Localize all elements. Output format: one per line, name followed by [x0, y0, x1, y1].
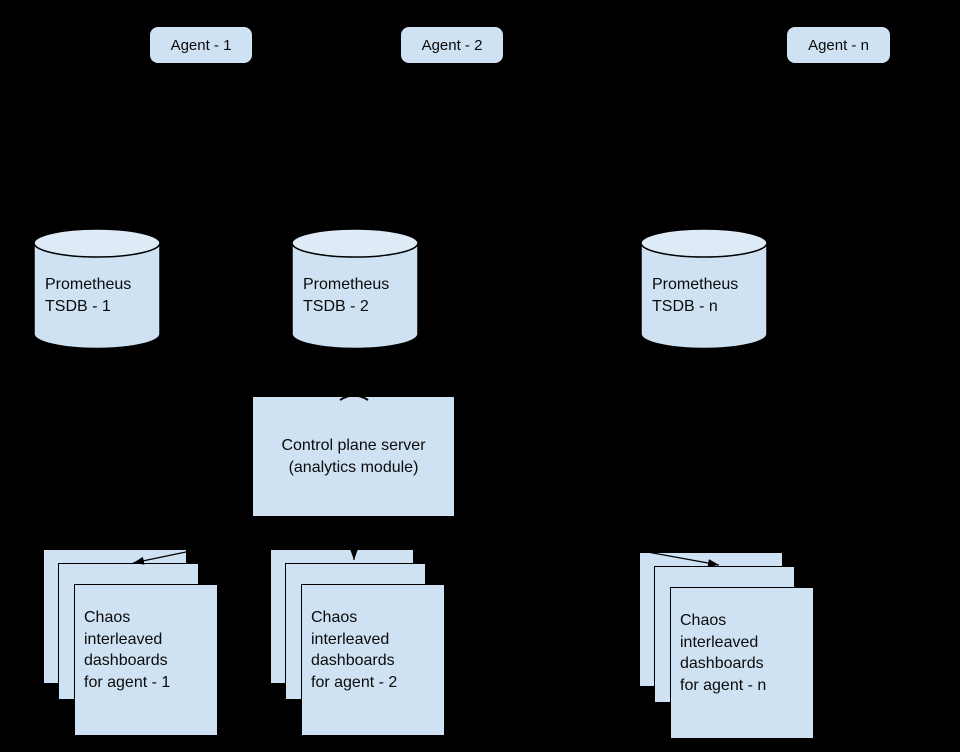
agent-box-n: Agent - n — [787, 27, 890, 63]
dashboard-stack-1: Chaos interleaved dashboards for agent -… — [43, 549, 263, 749]
dashboard-stack-n-label: Chaos interleaved dashboards for agent -… — [680, 612, 767, 695]
tsdb-cylinder-n-label: Prometheus TSDB - n — [652, 276, 739, 315]
stack-page-front: Chaos interleaved dashboards for agent -… — [301, 584, 445, 736]
agent-box-2-label: Agent - 2 — [421, 36, 483, 54]
tsdb-cylinder-2-label: Prometheus TSDB - 2 — [303, 276, 390, 315]
stack-page-front: Chaos interleaved dashboards for agent -… — [670, 587, 814, 739]
database-cylinder-icon — [640, 228, 768, 350]
stack-page-front: Chaos interleaved dashboards for agent -… — [74, 584, 218, 736]
diagram-canvas: { "colors": { "background": "#000000", "… — [33, 27, 890, 739]
dashboard-stack-2: Chaos interleaved dashboards for agent -… — [270, 549, 490, 749]
tsdb-cylinder-1-label: Prometheus TSDB - 1 — [45, 276, 132, 315]
control-plane-box: Control plane server (analytics module) — [253, 397, 454, 516]
tsdb-cylinder-n: Prometheus TSDB - n — [640, 228, 768, 350]
tsdb-cylinder-2: Prometheus TSDB - 2 — [291, 228, 419, 350]
tsdb-cylinder-1: Prometheus TSDB - 1 — [33, 228, 161, 350]
agent-box-1-label: Agent - 1 — [170, 36, 232, 54]
agent-box-1: Agent - 1 — [150, 27, 252, 63]
agent-box-2: Agent - 2 — [401, 27, 503, 63]
agent-box-n-label: Agent - n — [808, 36, 869, 54]
dashboard-stack-1-label: Chaos interleaved dashboards for agent -… — [84, 609, 171, 692]
database-cylinder-icon — [33, 228, 161, 350]
dashboard-stack-n: Chaos interleaved dashboards for agent -… — [639, 552, 859, 752]
database-cylinder-icon — [291, 228, 419, 350]
control-plane-label: Control plane server (analytics module) — [281, 436, 426, 476]
dashboard-stack-2-label: Chaos interleaved dashboards for agent -… — [311, 609, 398, 692]
